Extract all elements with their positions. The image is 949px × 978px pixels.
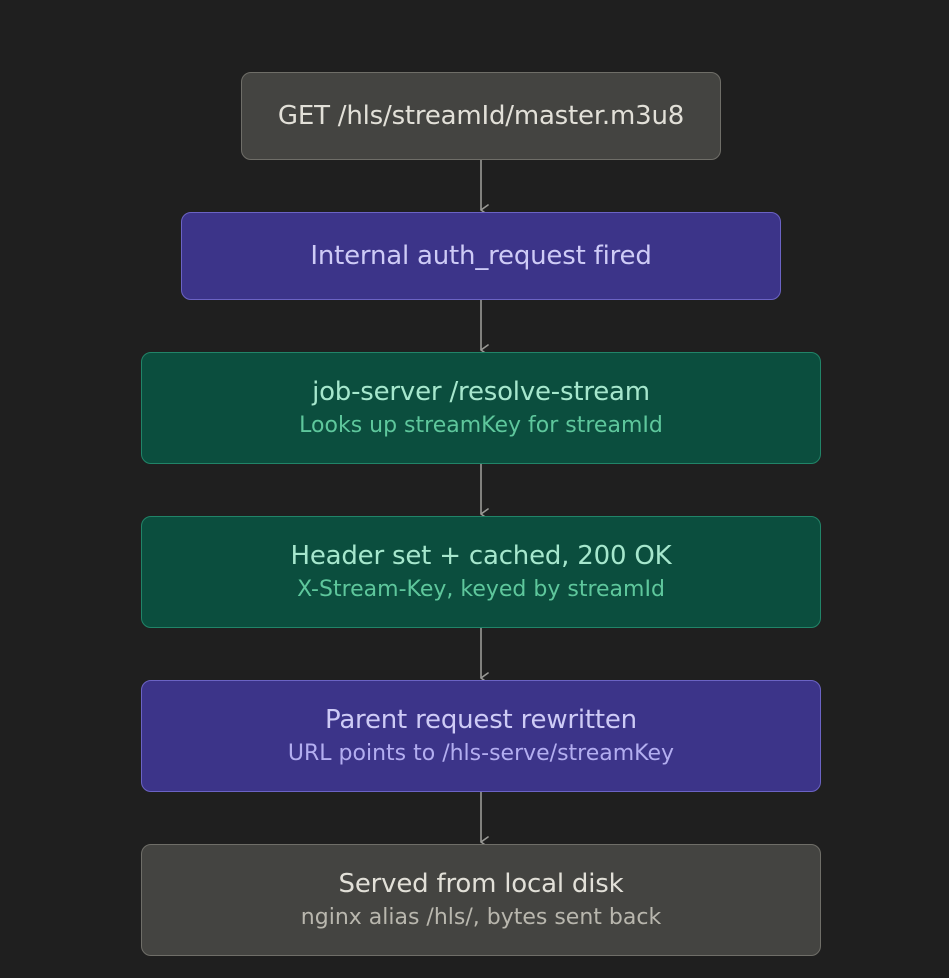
step-auth-request-node: Internal auth_request fired [181,212,781,300]
step-title: GET /hls/streamId/master.m3u8 [277,101,685,131]
step-title: Parent request rewritten [325,705,637,735]
step-title: job-server /resolve-stream [312,377,650,407]
step-title: Internal auth_request fired [310,241,652,271]
step-rewrite-node: Parent request rewritten URL points to /… [141,680,821,792]
step-title: Served from local disk [338,869,624,899]
step-subtitle: nginx alias /hls/, bytes sent back [300,905,662,930]
step-header-set-node: Header set + cached, 200 OK X-Stream-Key… [141,516,821,628]
step-resolve-stream-node: job-server /resolve-stream Looks up stre… [141,352,821,464]
step-subtitle: URL points to /hls-serve/streamKey [287,741,675,766]
step-serve-node: Served from local disk nginx alias /hls/… [141,844,821,956]
step-request-node: GET /hls/streamId/master.m3u8 [241,72,721,160]
step-subtitle: X-Stream-Key, keyed by streamId [297,577,665,602]
step-title: Header set + cached, 200 OK [290,541,672,571]
step-subtitle: Looks up streamKey for streamId [299,413,663,438]
